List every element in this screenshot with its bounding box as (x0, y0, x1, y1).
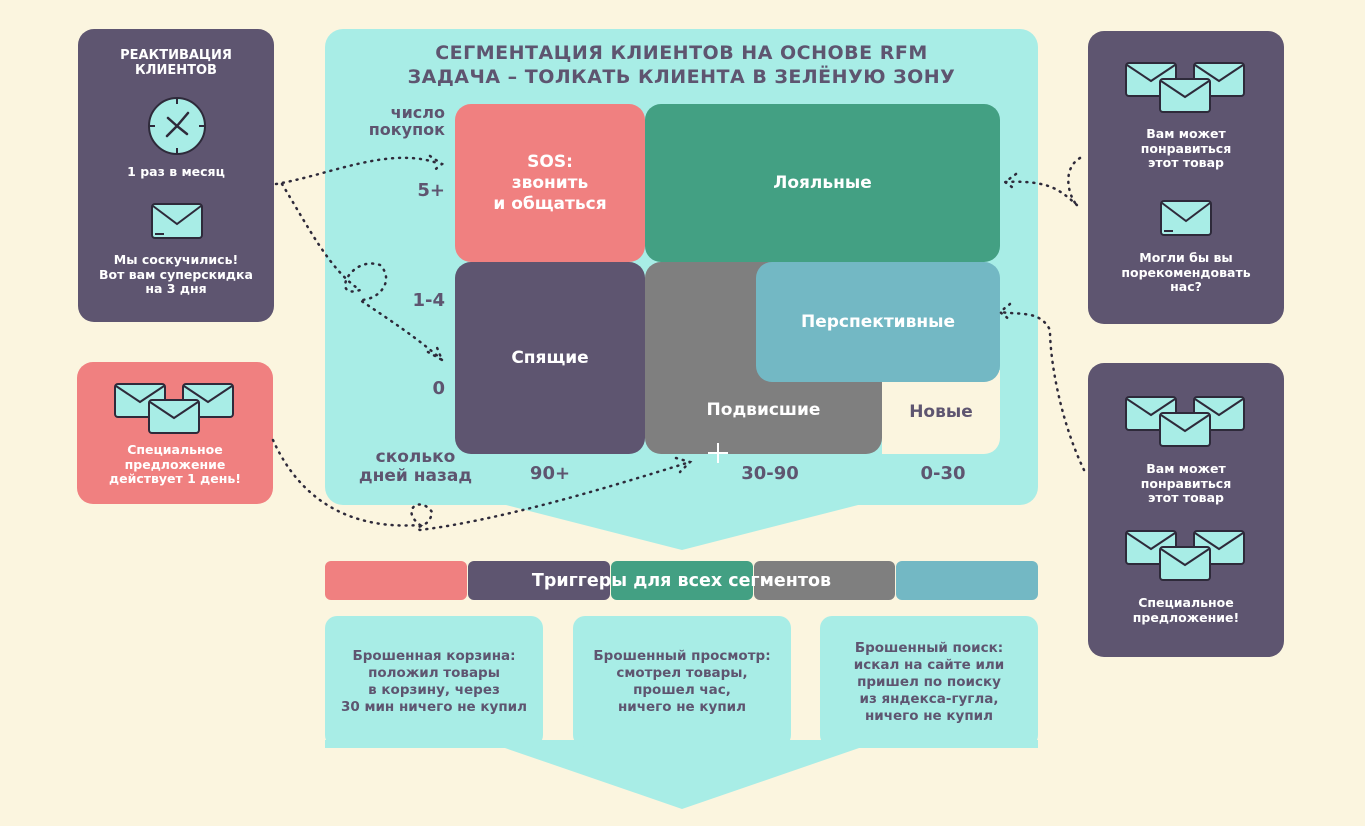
envelopes-icon (1125, 62, 1245, 113)
trigger-bar-label: Триггеры для всех сегментов (531, 570, 832, 591)
x-tick: 0-30 (920, 463, 966, 484)
trigger-card-cart: Брошенная корзина: положил товары в корз… (325, 616, 543, 747)
caption-line: предложение! (1132, 609, 1240, 625)
reactivation-title-line: КЛИЕНТОВ (135, 63, 217, 78)
caption-line: Могли бы вы (1139, 250, 1233, 265)
trigger-bar-segment-blue (896, 561, 1038, 600)
arrowhead (428, 154, 445, 174)
special-offer-card: Специальное предложение действует 1 день… (77, 362, 273, 504)
segment-sos: SOS: звонить и общаться (455, 104, 645, 262)
y-tick: 1-4 (412, 290, 445, 311)
caption-line: предложение (124, 456, 226, 472)
trigger-line: прошел час, (633, 682, 731, 698)
y-tick: 0 (432, 378, 445, 399)
envelope-icon (151, 203, 203, 239)
caption-line: этот товар (1148, 155, 1224, 170)
trigger-line: ничего не купил (617, 699, 747, 715)
trigger-bar-segment-green (611, 561, 753, 600)
caption-line: Вам может (1146, 461, 1226, 476)
trigger-line: Брошенный просмотр: (593, 648, 771, 664)
x-axis-label: сколько дней назад (353, 448, 478, 486)
trigger-line: искал на сайте или (853, 657, 1005, 673)
arrowhead (1002, 172, 1018, 192)
y-axis-label-line: покупок (368, 120, 445, 139)
segment-sos-line: SOS: (527, 151, 573, 172)
trigger-line: пришел по поиску (857, 674, 1001, 690)
title-line-2: ЗАДАЧА – ТОЛКАТЬ КЛИЕНТА В ЗЕЛЁНУЮ ЗОНУ (407, 66, 956, 88)
arrow-to-sleeping (280, 182, 444, 362)
trigger-card-view: Брошенный просмотр: смотрел товары, прош… (573, 616, 791, 747)
x-tick: 90+ (529, 463, 571, 484)
diagram-title: СЕГМЕНТАЦИЯ КЛИЕНТОВ НА ОСНОВЕ RFM ЗАДАЧ… (325, 41, 1038, 89)
trigger-line: Брошенная корзина: (352, 648, 516, 664)
arrow-special-to-hanging (271, 438, 692, 532)
caption-line: Специальное (127, 442, 223, 457)
y-axis-label-line: число (390, 103, 445, 122)
arrow-right1-to-loyal (1003, 156, 1082, 207)
reactivation-mail-caption: Мы соскучились! Вот вам суперскидка на 3… (78, 252, 274, 297)
arrowhead (997, 302, 1012, 322)
envelopes-icon (114, 383, 234, 434)
segment-sleeping: Спящие (455, 262, 645, 454)
reactivation-title-line: РЕАКТИВАЦИЯ (120, 48, 232, 63)
arrow-right2-to-promising (998, 310, 1086, 472)
arrowhead (426, 343, 445, 363)
segment-loyal: Лояльные (645, 104, 1000, 262)
trigger-line: ничего не купил (864, 708, 994, 724)
envelopes-icon (1125, 530, 1245, 581)
caption-line: Вот вам суперскидка (99, 266, 253, 282)
crosshair-icon (708, 443, 728, 463)
trigger-bar-segment-red (325, 561, 467, 600)
trigger-line: положил товары (368, 665, 500, 681)
trigger-line: в корзину, через (368, 682, 500, 698)
promising-caption-2: Специальное предложение! (1088, 595, 1284, 625)
caption-line: этот товар (1148, 490, 1224, 505)
reactivation-card: РЕАКТИВАЦИЯ КЛИЕНТОВ 1 раз в месяц Мы со… (78, 29, 274, 322)
caption-line: нас? (1170, 279, 1202, 294)
caption-line: порекомендовать (1121, 264, 1251, 280)
trigger-line: из яндекса-гугла, (859, 691, 999, 707)
segment-new: Новые (882, 370, 1000, 454)
special-offer-caption: Специальное предложение действует 1 день… (77, 442, 273, 487)
caption-line: действует 1 день! (109, 471, 241, 486)
caption-line: понравиться (1140, 140, 1232, 156)
segment-promising: Перспективные (756, 262, 1000, 382)
down-arrow (502, 504, 862, 550)
trigger-bar-segment-purple (468, 561, 610, 600)
trigger-card-search: Брошенный поиск: искал на сайте или приш… (820, 616, 1038, 747)
x-axis-label-line: сколько (375, 447, 456, 467)
caption-line: на 3 дня (145, 281, 207, 296)
y-tick: 5+ (417, 180, 445, 201)
trigger-bar-segment-gray (754, 561, 895, 600)
trigger-line: 30 мин ничего не купил (340, 699, 528, 715)
arrow-to-sos (274, 156, 442, 186)
arrowhead (674, 456, 693, 474)
promising-caption-1: Вам может понравиться этот товар (1088, 461, 1284, 506)
caption-line: Специальное (1138, 595, 1234, 610)
caption-line: Вам может (1146, 126, 1226, 141)
trigger-line: смотрел товары, (616, 665, 748, 681)
y-axis-label: число покупок (340, 104, 445, 138)
x-tick: 30-90 (741, 463, 799, 484)
loyal-caption-2: Могли бы вы порекомендовать нас? (1088, 250, 1284, 295)
title-line-1: СЕГМЕНТАЦИЯ КЛИЕНТОВ НА ОСНОВЕ RFM (435, 42, 928, 64)
clock-icon (148, 97, 206, 155)
reactivation-title: РЕАКТИВАЦИЯ КЛИЕНТОВ (78, 48, 274, 78)
segment-hanging-label: Подвисшие (706, 400, 821, 420)
x-axis-label-line: дней назад (358, 466, 473, 486)
envelopes-icon (1125, 396, 1245, 447)
reactivation-clock-caption: 1 раз в месяц (127, 164, 225, 179)
envelope-icon (1160, 200, 1212, 236)
caption-line: понравиться (1140, 475, 1232, 491)
promising-actions-card: Вам может понравиться этот товар Специал… (1088, 363, 1284, 657)
loyal-actions-card: Вам может понравиться этот товар Могли б… (1088, 31, 1284, 324)
caption-line: Мы соскучились! (113, 252, 239, 267)
segment-sos-line: звонить (511, 172, 589, 193)
segment-sos-line: и общаться (493, 193, 607, 214)
loyal-caption-1: Вам может понравиться этот товар (1088, 126, 1284, 171)
bottom-down-arrow (502, 747, 862, 809)
trigger-line: Брошенный поиск: (854, 640, 1004, 656)
